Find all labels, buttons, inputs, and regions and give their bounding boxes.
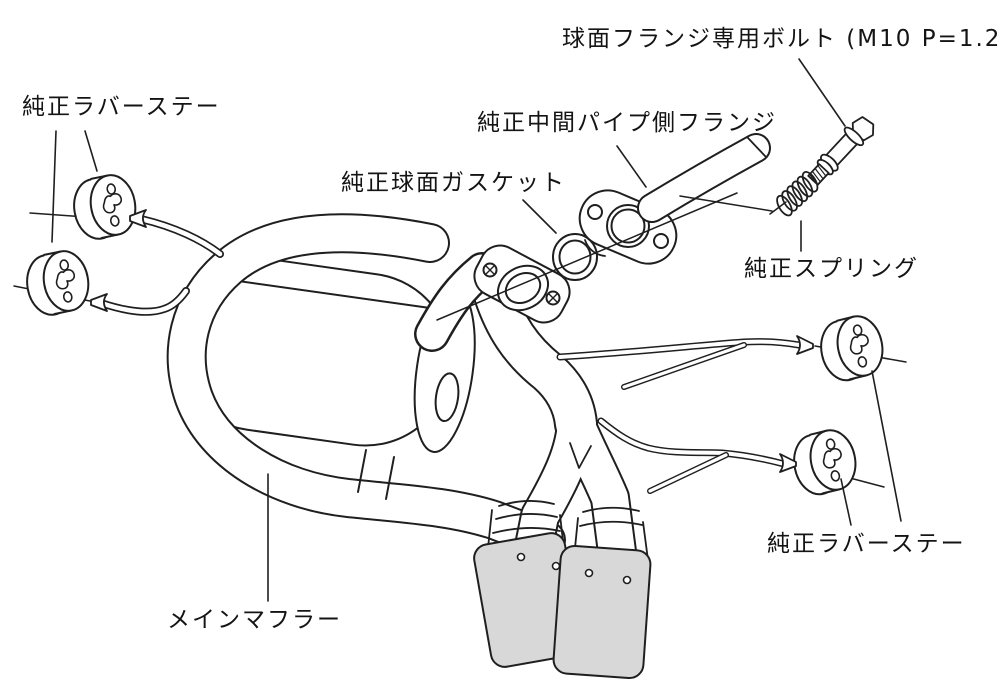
label-flange-bolt: 球面フランジ専用ボルト (M10 P=1.25) (562, 26, 1000, 52)
hanger-rod-lower-right (597, 417, 788, 494)
axis-lines (436, 192, 787, 321)
pipe-stub (637, 133, 771, 223)
spherical-gasket (552, 233, 598, 281)
hanger-rod-upper-right (556, 338, 803, 390)
hanger-rod-upper-left (137, 215, 224, 258)
label-rubber-stay-top-left: 純正ラバーステー (22, 94, 221, 120)
label-rubber-stay-bottom-right: 純正ラバーステー (767, 531, 966, 557)
y-pipe (473, 273, 637, 576)
exhaust-tip-right (552, 544, 652, 680)
label-intermediate-pipe-flange: 純正中間パイプ側フランジ (477, 110, 777, 136)
tail-pipe-loop (166, 213, 566, 560)
rubber-stay-lower-left (26, 250, 90, 316)
label-main-muffler: メインマフラー (167, 607, 342, 633)
tip-rivets (516, 552, 632, 585)
rubber-stay-top-right (820, 315, 884, 382)
leader-lines (51, 58, 902, 602)
tip-sleeves (487, 500, 649, 561)
hanger-rod-lower-left (97, 287, 190, 316)
rubber-stay-lower-right (793, 429, 857, 496)
flange-bolt (807, 116, 875, 186)
label-spherical-gasket: 純正球面ガスケット (341, 170, 566, 196)
rubber-stay-top-left (73, 174, 137, 240)
rod-cone-tips (90, 209, 814, 473)
label-spring: 純正スプリング (744, 256, 919, 282)
spring-drawing (776, 171, 819, 217)
